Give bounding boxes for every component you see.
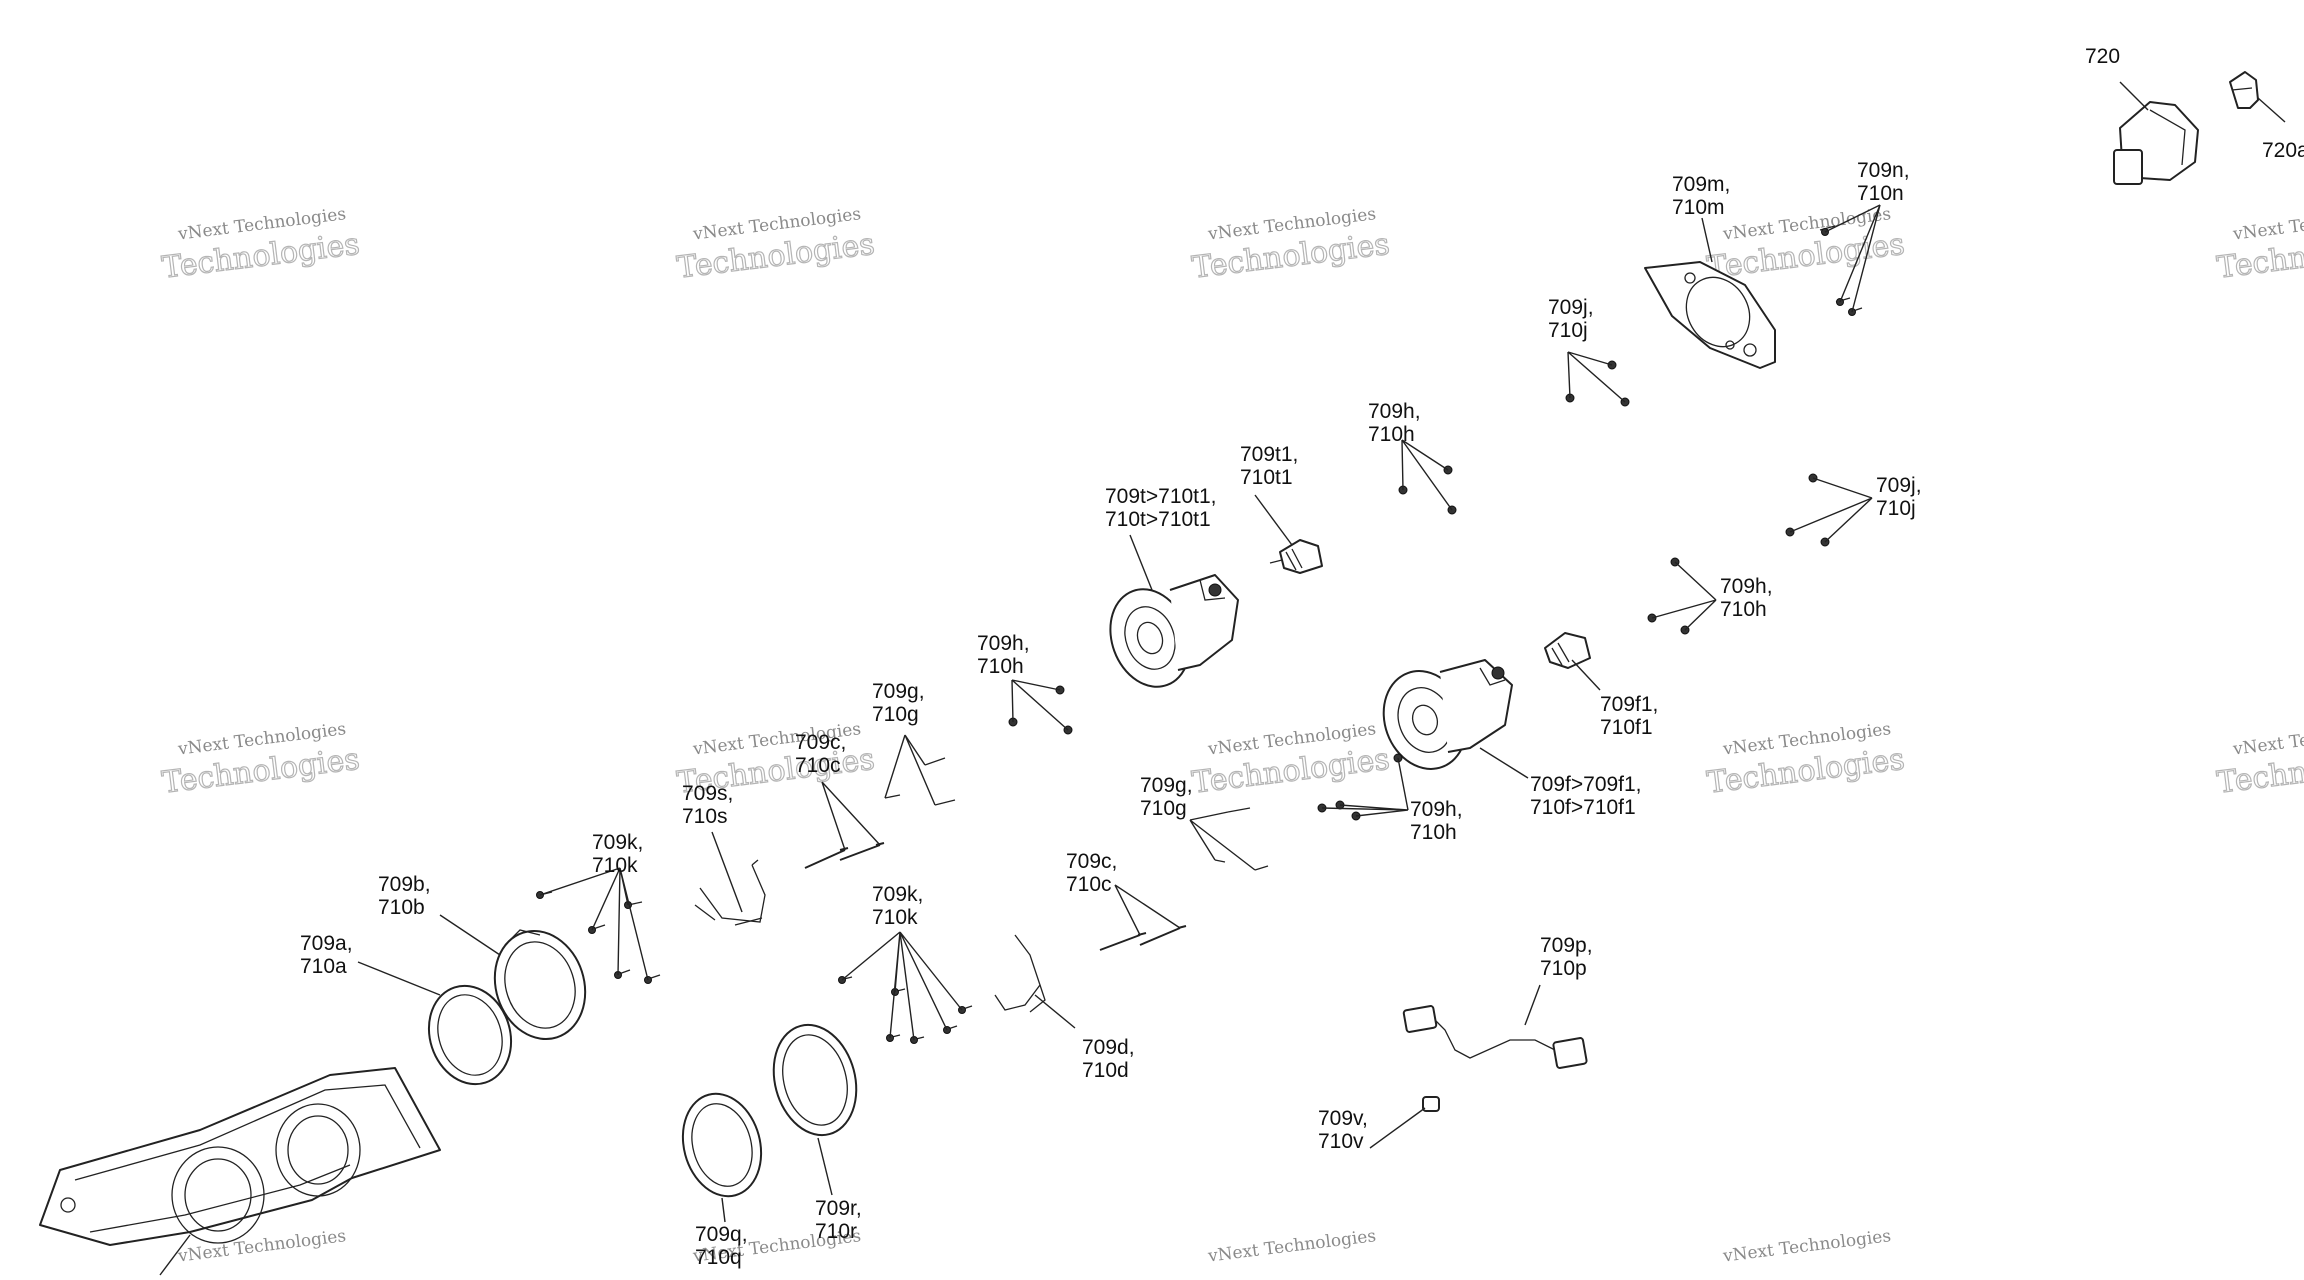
callout-709d-line2: 710d — [1082, 1059, 1129, 1082]
part-709p-harness — [1402, 1005, 1588, 1069]
callout-709f-line2: 710f>710f1 — [1530, 796, 1636, 819]
callout-709d-line1: 709d, — [1082, 1036, 1135, 1059]
callout-709q-line2: 710q — [695, 1246, 742, 1269]
watermark: vNext Technologies — [1206, 1226, 1377, 1267]
part-709f1-bulb — [1544, 632, 1591, 669]
part-720a-bulb — [2229, 71, 2259, 109]
part-709t-projector — [1109, 574, 1239, 688]
callout-709h-mid-line1: 709h, — [1410, 798, 1463, 821]
callout-709c-top-line2: 710c — [795, 754, 841, 777]
watermark: vNext Technologies — [176, 1226, 347, 1267]
callout-709r-line1: 709r, — [815, 1197, 862, 1220]
part-709r-bezel — [772, 1023, 858, 1137]
callout-709s-line1: 709s, — [682, 782, 733, 805]
callout-709k-low-line2: 710k — [872, 906, 918, 929]
part-709f-projector — [1382, 659, 1513, 770]
watermark-text: vNext Technologies — [2231, 719, 2304, 760]
callout-720: 720 — [2085, 45, 2120, 68]
callout-709s-line2: 710s — [682, 805, 728, 828]
callout-709c-top-line1: 709c, — [795, 731, 846, 754]
callout-709q-line1: 709q, — [695, 1223, 748, 1246]
callout-709h-mid-line2: 710h — [1410, 821, 1457, 844]
callout-709t-line2: 710t>710t1 — [1105, 508, 1211, 531]
leader-lines — [159, 81, 2286, 1276]
part-709b-bezel — [493, 929, 587, 1041]
callout-709m-line2: 710m — [1672, 196, 1725, 219]
callout-709g-top-line2: 710g — [872, 703, 919, 726]
headlight-housing — [39, 1067, 441, 1246]
callout-709m-line1: 709m, — [1672, 173, 1730, 196]
callout-720a: 720a — [2262, 139, 2304, 162]
callout-709b-line2: 710b — [378, 896, 425, 919]
watermark-group: vNext Technologies Technologies vNext Te… — [160, 204, 2304, 1267]
part-709q-ring — [681, 1092, 763, 1198]
callout-709k-top-line1: 709k, — [592, 831, 643, 854]
callout-709c-low-line2: 710c — [1066, 873, 1112, 896]
callout-709v-line2: 710v — [1318, 1130, 1364, 1153]
watermark-text: vNext Technologies — [176, 1226, 347, 1267]
part-709v-connector — [1422, 1096, 1440, 1112]
callout-709t1-line1: 709t1, — [1240, 443, 1298, 466]
callout-709k-top-line2: 710k — [592, 854, 638, 877]
watermark: vNext Technologies Technologies — [2215, 204, 2304, 286]
callout-709t1-line2: 710t1 — [1240, 466, 1293, 489]
callout-709j-top-line1: 709j, — [1548, 296, 1594, 319]
part-709d-bracket — [994, 934, 1046, 1013]
callout-709h-low-line2: 710h — [977, 655, 1024, 678]
callout-709v-line1: 709v, — [1318, 1107, 1368, 1130]
callout-709f1-line1: 709f1, — [1600, 693, 1658, 716]
callout-709f1-line2: 710f1 — [1600, 716, 1653, 739]
watermark: vNext Technologies Technologies — [160, 719, 363, 801]
callout-709f-line1: 709f>709f1, — [1530, 773, 1642, 796]
callout-709h-top-line2: 710h — [1368, 423, 1415, 446]
callout-709a-line1: 709a, — [300, 932, 353, 955]
watermark-text: vNext Technologies — [1721, 1226, 1892, 1267]
callout-709h-right-line1: 709h, — [1720, 575, 1773, 598]
callout-709j-right-line1: 709j, — [1876, 474, 1922, 497]
part-709s-bracket — [694, 859, 766, 926]
callout-709k-low-line1: 709k, — [872, 883, 923, 906]
watermark: vNext Technologies — [1721, 1226, 1892, 1267]
watermark: vNext Technologies Technologies — [1705, 719, 1908, 801]
callout-709h-top-line1: 709h, — [1368, 400, 1421, 423]
watermark: vNext Technologies Technologies — [2215, 719, 2304, 801]
callout-709j-top-line2: 710j — [1548, 319, 1588, 342]
callout-709p-line1: 709p, — [1540, 934, 1593, 957]
callout-709g-top-line1: 709g, — [872, 680, 925, 703]
callout-709n-line1: 709n, — [1857, 159, 1910, 182]
callout-709j-right-line2: 710j — [1876, 497, 1916, 520]
callout-709r-line2: 710r — [815, 1220, 857, 1243]
watermark: vNext Technologies Technologies — [160, 204, 363, 286]
callout-709h-low-line1: 709h, — [977, 632, 1030, 655]
callout-709g-low-line1: 709g, — [1140, 774, 1193, 797]
watermark: vNext Technologies Technologies — [1190, 204, 1393, 286]
watermark-text: vNext Technologies — [1206, 1226, 1377, 1267]
callout-709n-line2: 710n — [1857, 182, 1904, 205]
part-709m-plate — [1644, 261, 1776, 369]
callout-labels: 720 720a 709m, 710m 709n, 710n 709j, 710… — [300, 45, 2304, 1269]
callout-709a-line2: 710a — [300, 955, 347, 978]
watermark: vNext Technologies Technologies — [675, 204, 878, 286]
callout-709c-low-line1: 709c, — [1066, 850, 1117, 873]
part-709t1-bulb — [1269, 539, 1323, 574]
callout-709p-line2: 710p — [1540, 957, 1587, 980]
part-720-light — [2113, 101, 2199, 185]
part-709a-ring — [427, 984, 513, 1086]
callout-709b-line1: 709b, — [378, 873, 431, 896]
callout-709t-line1: 709t>710t1, — [1105, 485, 1217, 508]
watermark-text: vNext Technologies — [2231, 204, 2304, 245]
watermark: vNext Technologies Technologies — [1190, 719, 1393, 801]
callout-709h-right-line2: 710h — [1720, 598, 1767, 621]
callout-709g-low-line2: 710g — [1140, 797, 1187, 820]
